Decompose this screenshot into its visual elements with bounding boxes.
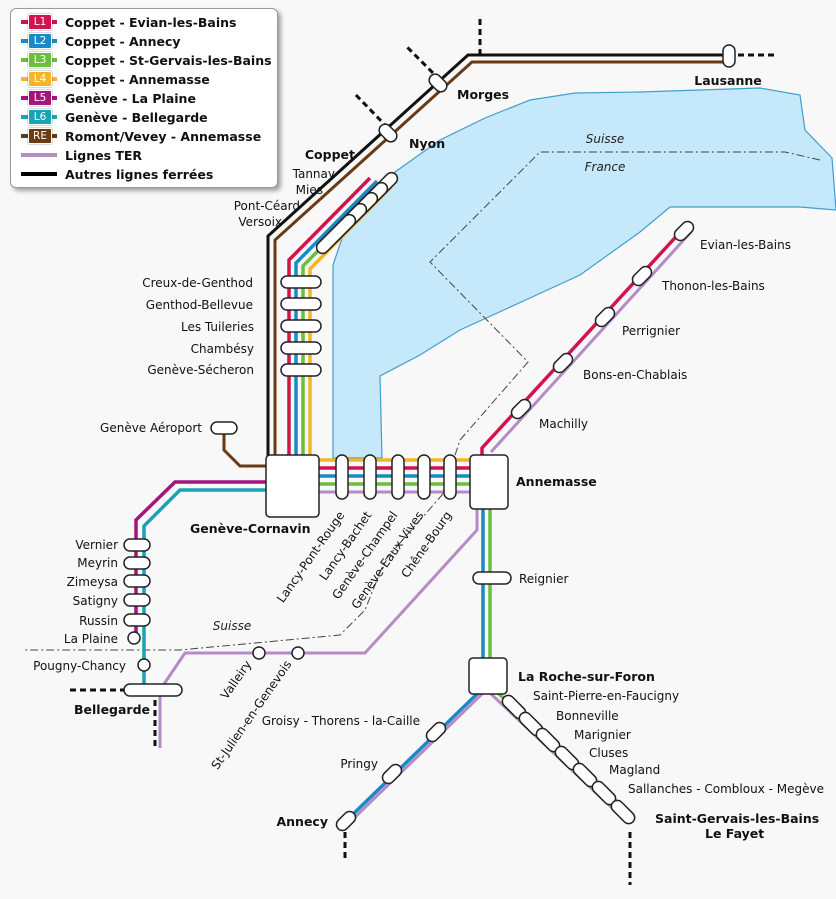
legend-swatch: L1 [21,13,57,31]
legend-item: Lignes TER [21,146,142,164]
legend-line-code: L1 [27,13,53,31]
station-vernier: Vernier [75,538,118,552]
station-groisy: Groisy - Thorens - la-Caille [262,714,420,728]
lake-leman [332,87,836,459]
station-markers [123,44,736,832]
legend-item: L6 Genève - Bellegarde [21,108,208,126]
station-russin: Russin [79,614,118,628]
legend-item: L1 Coppet - Evian-les-Bains [21,13,236,31]
station-cluses: Cluses [589,746,628,760]
legend-label: Coppet - Evian-les-Bains [65,14,237,30]
station-mies: Mies [296,183,323,197]
label-france-north: France [585,160,626,174]
label-suisse-north: Suisse [586,132,624,146]
station-bellegarde: Bellegarde [74,702,150,717]
station-geneve-aeroport: Genève Aéroport [100,421,202,435]
legend-line-code: L5 [27,89,53,107]
station-reignier: Reignier [519,572,568,586]
station-satigny: Satigny [73,594,118,608]
legend-line-code: L3 [27,51,53,69]
station-marignier: Marignier [574,728,631,742]
station-morges: Morges [457,87,509,102]
station-annemasse [469,454,509,510]
station-perrignier: Perrignier [622,324,680,338]
legend-label: Lignes TER [65,147,143,163]
station-pont-ceard: Pont-Céard [234,199,300,213]
station-pringy: Pringy [340,757,378,771]
station-coppet: Coppet [305,147,355,162]
line-l5 [134,480,268,636]
station-bons: Bons-en-Chablais [583,368,687,382]
legend-item: L2 Coppet - Annecy [21,32,181,50]
station-thonon: Thonon-les-Bains [661,279,765,293]
station-la-roche-label: La Roche-sur-Foron [518,669,655,684]
station-meyrin: Meyrin [77,556,118,570]
legend-line-code: L4 [27,70,53,88]
station-st-pierre: Saint-Pierre-en-Faucigny [533,689,679,703]
station-la-plaine: La Plaine [64,632,118,646]
legend-label: Autres lignes ferrées [65,166,214,182]
legend-label: Romont/Vevey - Annemasse [65,128,262,144]
legend-swatch: L2 [21,32,57,50]
legend-swatch [21,147,57,163]
station-geneve-secheron: Genève-Sécheron [147,363,254,377]
legend-swatch: RE [21,127,57,145]
legend-label: Genève - La Plaine [65,90,196,106]
station-les-tuileries: Les Tuileries [181,320,254,334]
station-evian: Evian-les-Bains [700,238,791,252]
station-lausanne: Lausanne [694,73,761,88]
station-geneve-cornavin-label: Genève-Cornavin [190,521,311,536]
legend-label: Genève - Bellegarde [65,109,208,125]
legend-item: L5 Genève - La Plaine [21,89,196,107]
station-versoix: Versoix [238,215,282,229]
station-valleiry: Valleiry [218,658,255,702]
station-pougny: Pougny-Chancy [33,659,126,673]
station-genthod-bellevue: Genthod-Bellevue [146,298,253,312]
legend-line-code: RE [27,127,53,145]
legend-swatch: L6 [21,108,57,126]
line-l6 [142,488,268,686]
station-st-gervais: Saint-Gervais-les-Bains [655,811,819,826]
hub-stations [265,454,509,695]
legend-label: Coppet - Annemasse [65,71,210,87]
station-creux-de-genthod: Creux-de-Genthod [142,276,253,290]
station-bonneville: Bonneville [556,709,619,723]
station-nyon: Nyon [409,136,445,151]
station-la-roche [468,657,508,695]
station-machilly: Machilly [539,417,588,431]
station-annecy: Annecy [276,814,328,829]
station-zimeysa: Zimeysa [67,575,118,589]
legend-swatch [21,166,57,182]
station-tannay: Tannay [292,167,335,181]
line-re [222,60,728,468]
station-sallanches: Sallanches - Combloux - Megève [628,782,824,796]
legend-item: L4 Coppet - Annemasse [21,70,210,88]
legend-item: L3 Coppet - St-Gervais-les-Bains [21,51,272,69]
legend-line-code: L6 [27,108,53,126]
station-chambesy: Chambésy [191,342,254,356]
legend-item: RE Romont/Vevey - Annemasse [21,127,261,145]
station-geneve-cornavin [265,454,320,518]
legend-swatch: L5 [21,89,57,107]
legend-label: Coppet - St-Gervais-les-Bains [65,52,272,68]
station-le-fayet: Le Fayet [705,826,764,841]
label-suisse-south: Suisse [213,619,251,633]
legend-item: Autres lignes ferrées [21,165,213,183]
station-magland: Magland [609,763,660,777]
legend-label: Coppet - Annecy [65,33,181,49]
legend-swatch: L4 [21,70,57,88]
station-annemasse-label: Annemasse [516,474,597,489]
national-border [25,151,821,651]
legend-swatch: L3 [21,51,57,69]
legend-line-code: L2 [27,32,53,50]
